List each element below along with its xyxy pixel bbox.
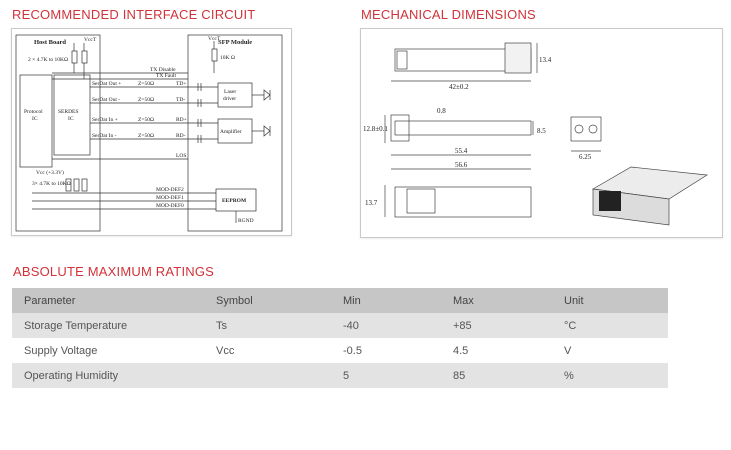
protocol-ic-label: Protocol [24,109,43,115]
row-symbol [216,363,343,388]
laser-driver-label: Laser [224,89,236,95]
tx-disable-label: TX Disable [150,67,176,73]
dim-0-8-label: 0.8 [437,107,446,115]
tx-fault-label: TX Fault [156,73,176,79]
row-min: -40 [343,319,359,332]
dim-13-4-label: 13.4 [539,56,552,64]
impedance-label-3: Z=50Ω [138,117,154,123]
impedance-label-1: Z=50Ω [138,81,154,87]
td-pos-label: TD+ [176,81,186,87]
pullup-host-label: 2 × 4.7K to 10KΩ [28,57,68,63]
protocol-ic-label-2: IC [32,116,38,122]
serdes-ic-label: SERDES [58,109,78,115]
serdin-pos-label: SerDat In + [92,117,118,123]
rd-pos-label: RD+ [176,117,187,123]
row-parameter: Supply Voltage [24,344,98,357]
row-symbol: Ts [216,319,227,332]
impedance-label-4: Z=50Ω [138,133,154,139]
host-board-box [15,34,101,232]
sfp-module-box [187,34,283,232]
laser-driver-box [217,82,253,108]
dim-42-label: 42±0.2 [449,83,469,91]
dim-6-25-label: 6.25 [579,153,592,161]
serdout-neg-label: SerDat Out - [92,97,120,103]
amplifier-label: Amplifier [220,128,242,135]
module-side-view [394,120,532,136]
module-bottom-view [394,186,532,218]
module-front-view [570,116,602,142]
circuit-drawing: Host Board SFP Module VccT VccT 2 × 4.7K… [15,34,283,232]
row-parameter: Operating Humidity [24,369,119,382]
header-parameter: Parameter [24,294,76,307]
table-row: Supply Voltage Vcc -0.5 4.5 V [12,338,668,363]
eeprom-label: EEPROM [222,198,247,204]
rd-neg-label: RD- [176,133,186,139]
laser-driver-label-2: driver [223,96,236,102]
table-header-row: Parameter Symbol Min Max Unit [12,288,668,313]
dim-56-6-label: 56.6 [455,161,468,169]
pullup-mod-label: 3× 4.7K to 10KΩ [32,181,71,187]
rgnd-label: RGND [238,218,254,224]
mechanical-drawing: 13.4 42±0.2 0.8 12.8±0.1 8.5 55.4 56.6 6… [363,42,709,226]
dim-55-4-label: 55.4 [455,147,468,155]
row-max: +85 [453,319,472,332]
row-symbol: Vcc [216,344,235,357]
serdes-ic-box [53,74,91,156]
absolute-maximum-ratings-table: Parameter Symbol Min Max Unit Storage Te… [12,288,668,388]
protocol-ic-box [19,74,53,168]
mod-def1-label: MOD-DEF1 [156,195,184,201]
row-parameter: Storage Temperature [24,319,128,332]
header-symbol: Symbol [216,294,253,307]
table-row: Operating Humidity 5 85 % [12,363,668,388]
row-min: 5 [343,369,350,382]
row-max: 85 [453,369,466,382]
dim-13-7-label: 13.7 [365,199,378,207]
vcc-host-label: Vcc (+3.3V) [36,169,64,176]
row-unit: °C [564,319,577,332]
dim-12-8-label: 12.8±0.1 [363,125,388,133]
td-neg-label: TD- [176,97,185,103]
interface-circuit-diagram: Host Board SFP Module VccT VccT 2 × 4.7K… [11,28,292,236]
sfp-module-label: SFP Module [218,39,252,46]
vcct-module-label: VccT [208,36,221,42]
mod-def0-label: MOD-DEF0 [156,203,184,209]
table-row: Storage Temperature Ts -40 +85 °C [12,313,668,338]
dim-8-5-label: 8.5 [537,127,546,135]
serdin-neg-label: SerDat In - [92,133,117,139]
circuit-section-title: RECOMMENDED INTERFACE CIRCUIT [12,7,256,22]
row-max: 4.5 [453,344,469,357]
serdes-ic-label-2: IC [68,116,74,122]
mod-def2-label: MOD-DEF2 [156,187,184,193]
row-unit: V [564,344,572,357]
mechanical-dimensions-drawing: 13.4 42±0.2 0.8 12.8±0.1 8.5 55.4 56.6 6… [360,28,723,238]
row-unit: % [564,369,574,382]
header-max: Max [453,294,474,307]
serdout-pos-label: SerDat Out + [92,81,121,87]
vcct-host-label: VccT [84,37,97,43]
los-label: LOS [176,153,186,159]
host-board-label: Host Board [34,39,66,46]
impedance-label-2: Z=50Ω [138,97,154,103]
pullup-module-label: 10K Ω [220,55,235,61]
ratings-section-title: ABSOLUTE MAXIMUM RATINGS [13,264,215,279]
row-min: -0.5 [343,344,362,357]
header-unit: Unit [564,294,584,307]
header-min: Min [343,294,361,307]
mechanical-section-title: MECHANICAL DIMENSIONS [361,7,536,22]
